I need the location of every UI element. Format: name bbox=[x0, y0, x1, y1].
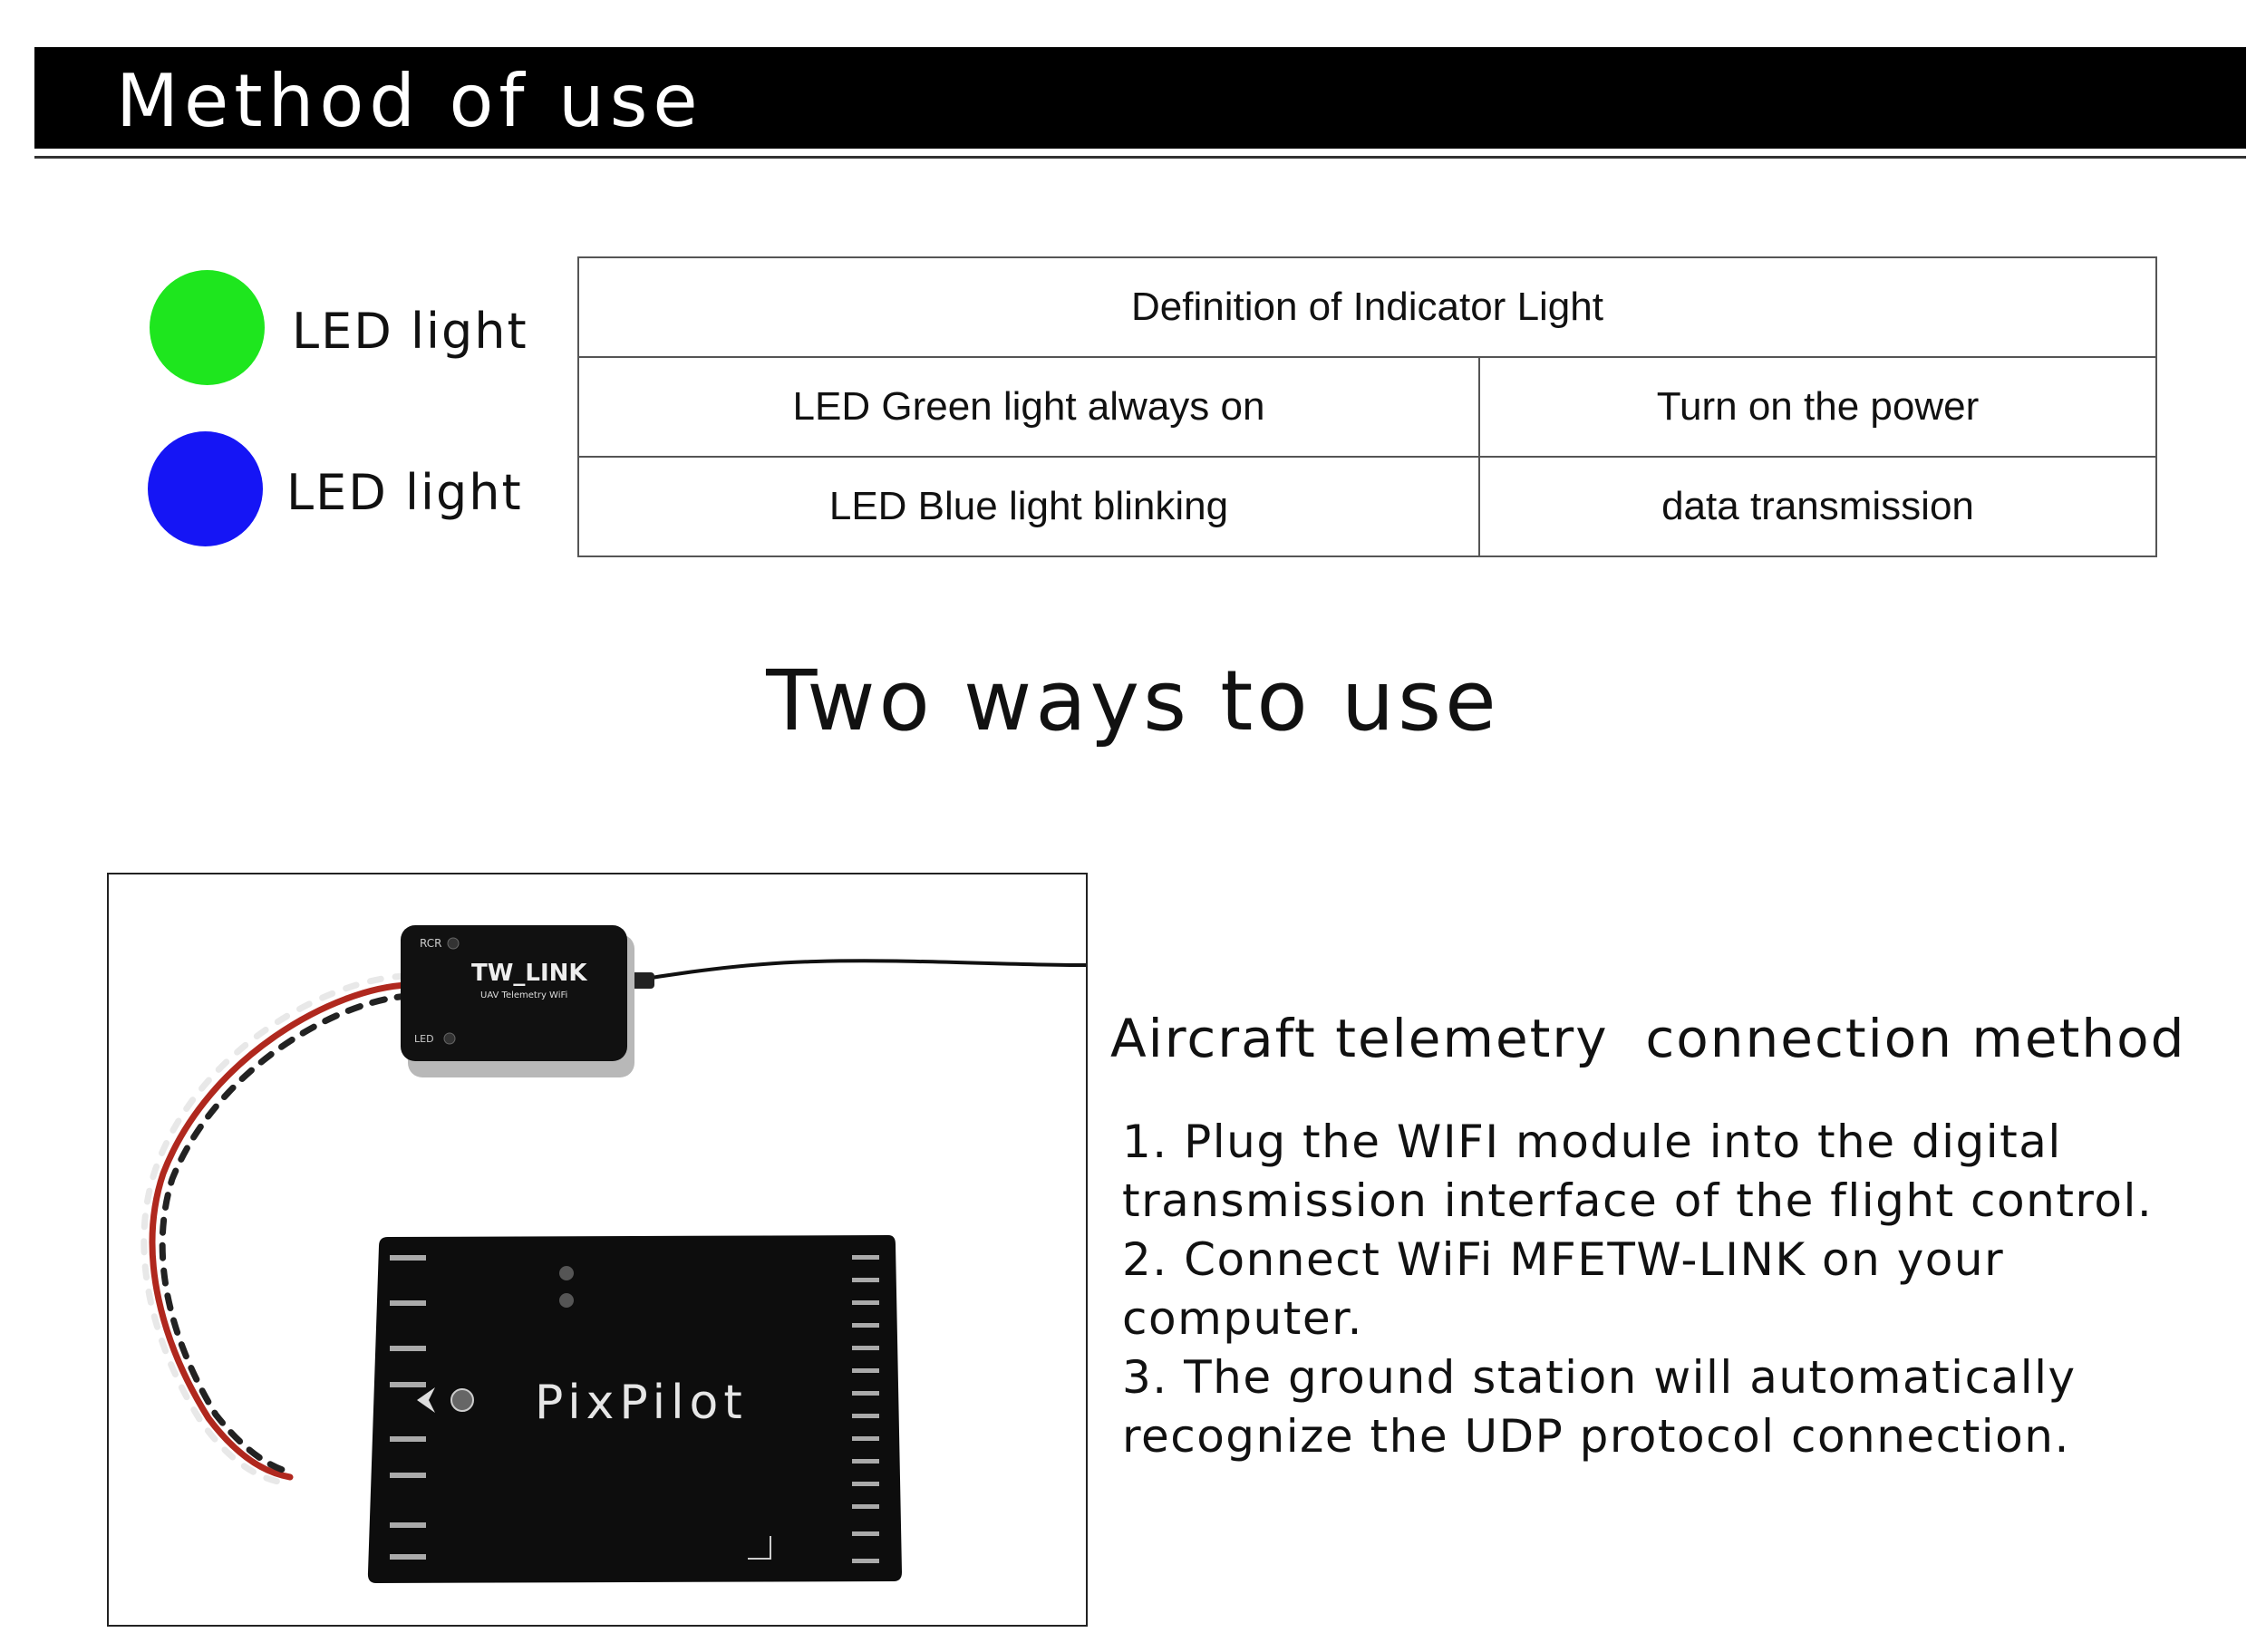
header-underline bbox=[34, 156, 2246, 159]
twlink-module: RCR TW_LINK UAV Telemetry WiFi LED bbox=[401, 925, 634, 1077]
table-cell: LED Blue light blinking bbox=[577, 456, 1480, 557]
product-photo: RCR TW_LINK UAV Telemetry WiFi LED PixPi… bbox=[107, 873, 1088, 1627]
table-row: LED Green light always on Turn on the po… bbox=[577, 356, 2157, 458]
servo-cable bbox=[140, 972, 413, 1487]
table-row: LED Blue light blinking data transmissio… bbox=[577, 456, 2157, 557]
board-name: PixPilot bbox=[535, 1376, 748, 1430]
table-title: Definition of Indicator Light bbox=[577, 256, 2157, 358]
blue-led-icon bbox=[148, 431, 263, 546]
module-brand: TW_LINK bbox=[471, 960, 587, 987]
green-led-icon bbox=[150, 270, 265, 385]
method-steps: 1. Plug the WIFI module into the digital… bbox=[1122, 1113, 2237, 1466]
method-title: Aircraft telemetry connection method bbox=[1110, 1008, 2186, 1069]
table-cell: LED Green light always on bbox=[577, 356, 1480, 458]
table-cell: Turn on the power bbox=[1478, 356, 2157, 458]
green-led-label: LED light bbox=[292, 303, 528, 360]
method-step: 3. The ground station will automatically… bbox=[1122, 1351, 2077, 1463]
module-led-label: LED bbox=[414, 1033, 434, 1045]
section-title: Two ways to use bbox=[766, 652, 1500, 749]
antenna-cable bbox=[629, 959, 1086, 983]
method-step: 1. Plug the WIFI module into the digital… bbox=[1122, 1116, 2154, 1227]
table-cell: data transmission bbox=[1478, 456, 2157, 557]
method-step: 2. Connect WiFi MFETW-LINK on your compu… bbox=[1122, 1233, 2005, 1345]
page-title: Method of use bbox=[116, 59, 703, 143]
table-header-row: Definition of Indicator Light bbox=[577, 256, 2157, 358]
pixpilot-board: PixPilot bbox=[367, 1235, 903, 1583]
module-subtitle: UAV Telemetry WiFi bbox=[480, 990, 567, 1000]
module-rcr-label: RCR bbox=[420, 937, 441, 950]
header-bar: Method of use bbox=[34, 47, 2246, 149]
indicator-light-table: Definition of Indicator Light LED Green … bbox=[577, 256, 2157, 557]
blue-led-label: LED light bbox=[286, 464, 523, 521]
